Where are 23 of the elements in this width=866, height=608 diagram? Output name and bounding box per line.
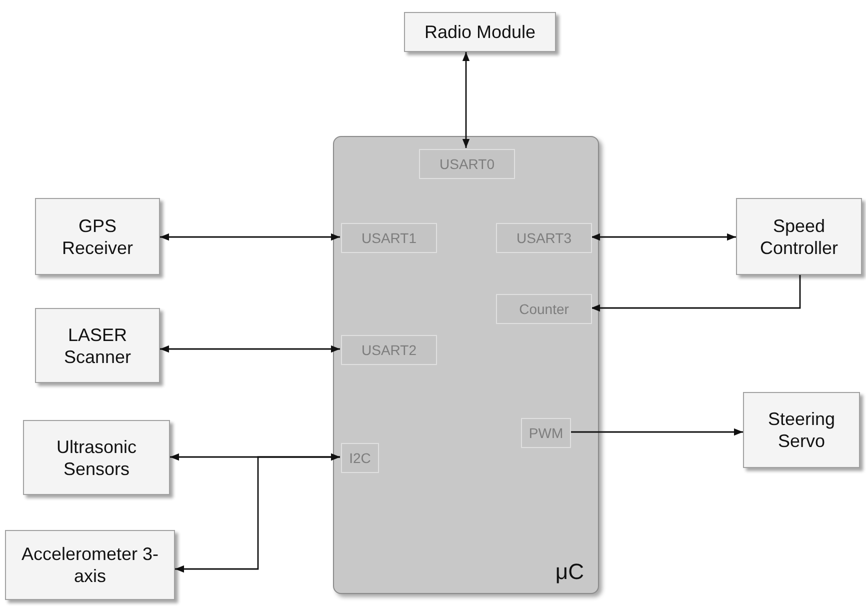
component-box: Ultrasonic Sensors	[23, 420, 170, 495]
arrow	[462, 52, 470, 148]
port-box: PWM	[521, 418, 571, 448]
component-box: LASER Scanner	[35, 308, 160, 383]
port-box: USART3	[496, 223, 592, 253]
port-box: USART0	[419, 149, 515, 179]
component-box: Steering Servo	[743, 392, 860, 468]
component-box: GPS Receiver	[35, 198, 160, 275]
port-box: USART2	[341, 335, 437, 365]
arrow	[160, 233, 340, 241]
component-box: Radio Module	[404, 12, 556, 52]
port-box: Counter	[496, 294, 592, 324]
arrow	[591, 233, 736, 241]
component-box: Speed Controller	[736, 198, 862, 275]
arrow	[591, 275, 801, 312]
arrow	[175, 453, 340, 573]
arrow	[570, 428, 743, 436]
arrow	[160, 345, 340, 353]
chip-label: μC	[555, 559, 584, 585]
port-box: I2C	[341, 443, 379, 473]
microcontroller-box	[333, 136, 599, 594]
port-box: USART1	[341, 223, 437, 253]
component-box: Accelerometer 3-axis	[5, 530, 175, 600]
